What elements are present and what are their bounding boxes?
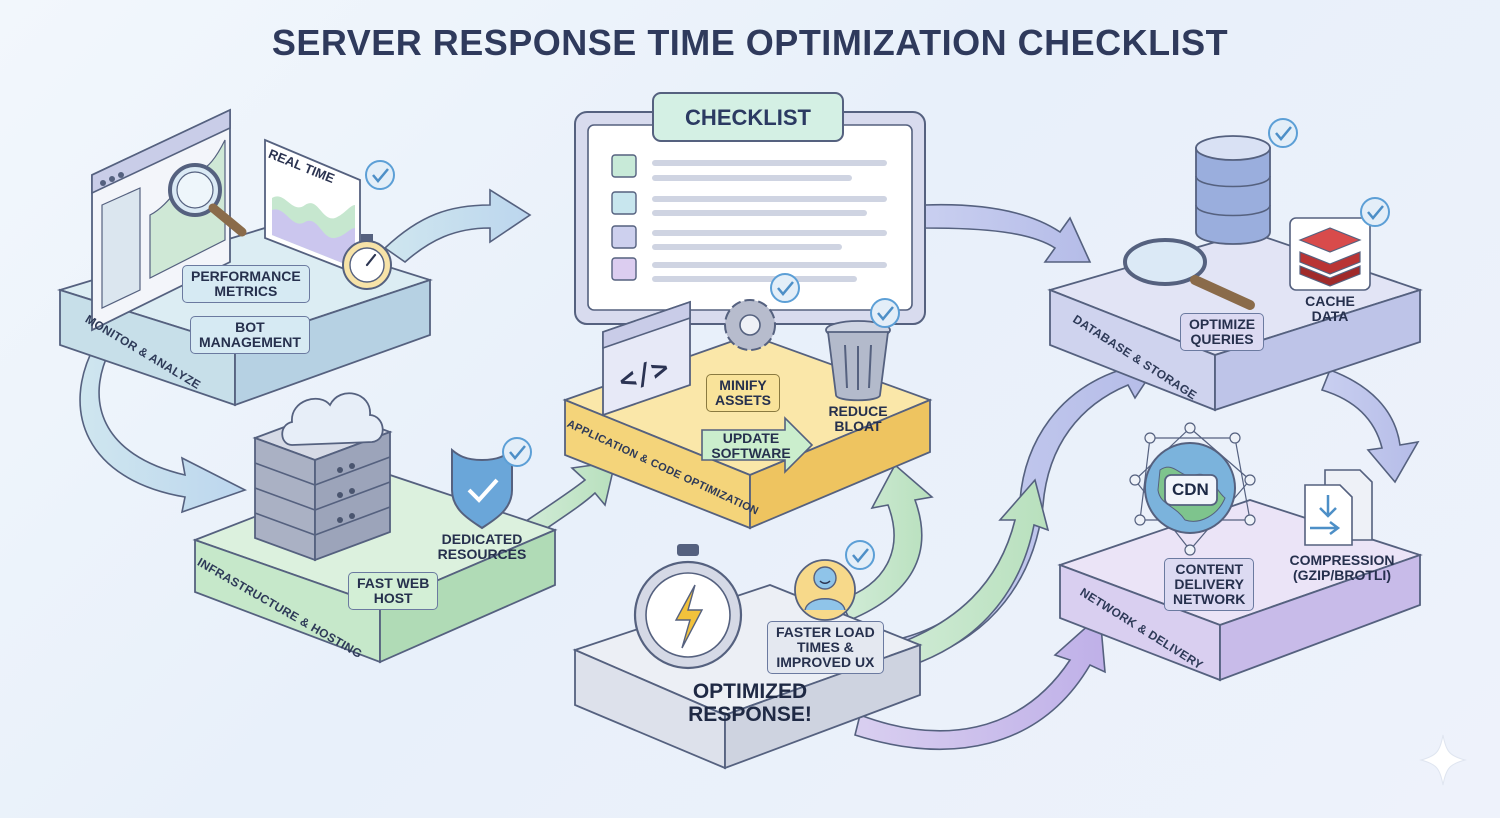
checklist-board xyxy=(574,92,926,325)
check-icon-cache xyxy=(1360,197,1390,227)
gear-icon xyxy=(724,299,776,351)
bot-management-tag: BOT MANAGEMENT xyxy=(190,316,310,354)
flow-arrow-database-to-network xyxy=(1320,368,1420,484)
globe-network-icon xyxy=(1129,422,1256,556)
cdn-badge: CDN xyxy=(1172,480,1209,499)
page-title: SERVER RESPONSE TIME OPTIMIZATION CHECKL… xyxy=(271,22,1229,63)
flow-arrow-monitor-to-checklist xyxy=(383,188,532,264)
compression-label: COMPRESSION (GZIP/BROTLI) xyxy=(1289,552,1395,583)
reduce-bloat-label: REDUCE BLOAT xyxy=(828,403,888,434)
flow-arrow-result-to-network xyxy=(854,613,1106,750)
minify-assets-tag: MINIFY ASSETS xyxy=(706,374,781,412)
trash-can-icon xyxy=(825,320,891,402)
optimize-queries-tag: OPTIMIZE QUERIES xyxy=(1180,313,1265,351)
fast-web-host-tag: FAST WEB HOST xyxy=(348,572,439,610)
check-icon-database xyxy=(1268,118,1298,148)
check-icon-trash xyxy=(870,298,900,328)
faster-load-times-tag: FASTER LOAD TIMES & IMPROVED UX xyxy=(767,621,884,674)
check-icon-infrastructure xyxy=(502,437,532,467)
check-icon-gear xyxy=(770,273,800,303)
code-editor-icon: </> xyxy=(602,300,691,417)
flow-arrow-checklist-to-database xyxy=(924,203,1092,263)
cache-icon xyxy=(1289,217,1371,291)
magnifier-icon xyxy=(168,163,247,237)
stopwatch-lightning-icon xyxy=(633,544,743,670)
cache-data-label: CACHE DATA xyxy=(1305,293,1355,324)
real-time-chart-icon xyxy=(264,138,361,277)
flow-arrow-infrastructure-to-application xyxy=(518,461,617,542)
server-rack-icon xyxy=(252,409,393,562)
update-arrow-icon xyxy=(701,416,814,474)
cloud-icon xyxy=(281,392,384,446)
platform-result xyxy=(572,584,923,770)
check-icon-monitor xyxy=(365,160,395,190)
check-icon-result xyxy=(845,540,875,570)
stopwatch-small-icon xyxy=(342,234,392,290)
performance-metrics-tag: PERFORMANCE METRICS xyxy=(182,265,310,303)
database-icon xyxy=(1195,135,1271,245)
content-delivery-network-tag: CONTENT DELIVERY NETWORK xyxy=(1164,558,1255,611)
query-magnifier-icon xyxy=(1123,238,1255,310)
update-software-label: UPDATE SOFTWARE xyxy=(711,430,791,461)
checklist-heading: CHECKLIST xyxy=(685,105,811,130)
happy-user-icon xyxy=(794,559,856,621)
sparkle-icon xyxy=(1419,734,1467,786)
dedicated-resources-label: DEDICATED RESOURCES xyxy=(437,531,527,562)
compression-files-icon xyxy=(1304,469,1373,546)
flow-arrow-monitor-to-infrastructure xyxy=(79,344,248,514)
optimized-response-headline: OPTIMIZED RESPONSE! xyxy=(688,680,812,726)
flow-arrow-result-to-application xyxy=(838,463,934,622)
